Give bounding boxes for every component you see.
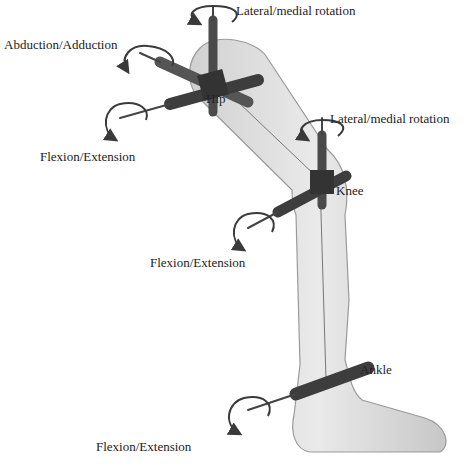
motion-label: Flexion/Extension [96,440,191,454]
abduction-arrow [125,46,173,72]
leg-outline [190,39,447,452]
motion-label: Lateral/medial rotation [330,112,449,126]
motion-label: Flexion/Extension [150,256,245,270]
shank-axis [320,180,326,380]
ankle-joint [248,368,368,410]
motion-label: Abduction/Adduction [4,38,117,52]
rotation-arrow [192,6,237,24]
joint-label: Hip [206,92,226,106]
flexion-arrow [234,213,274,250]
motion-label: Lateral/medial rotation [236,4,355,18]
motion-label: Flexion/Extension [40,150,135,164]
flexion-arrow [106,103,147,140]
joint-label: Ankle [360,363,392,377]
hip-joint [120,6,258,118]
knee-joint [248,118,346,228]
joint-label: Knee [336,184,363,198]
flexion-arrow [229,397,270,434]
